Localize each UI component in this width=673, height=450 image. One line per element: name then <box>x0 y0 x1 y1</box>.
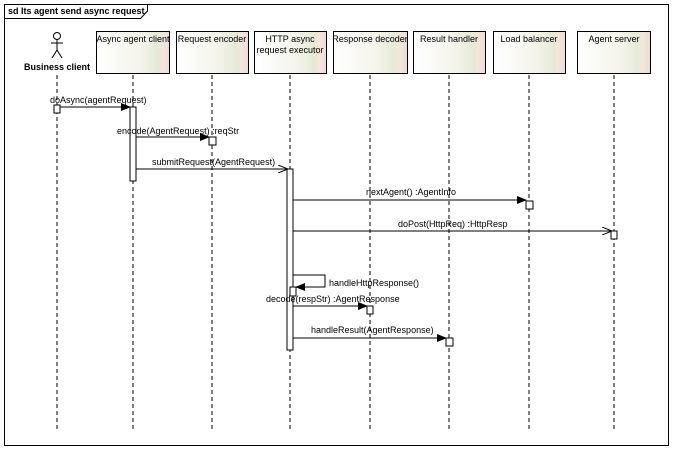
header-label: Response decoder <box>332 34 408 44</box>
lifeline-header-load-balancer: Load balancer <box>493 31 566 74</box>
header-label: Result handler <box>420 34 478 44</box>
business-client-actor <box>51 32 63 59</box>
activation-load-balancer <box>525 200 534 210</box>
header-label-line-1: HTTP async <box>265 34 315 44</box>
message-doasync: doAsync(agentRequest) <box>50 95 147 111</box>
lifeline-header-result-handler: Result handler <box>413 31 486 74</box>
lifeline-header-request-encoder: Request encoder <box>176 31 249 74</box>
message-label: doPost(HttpReq) :HttpResp <box>398 219 508 229</box>
frame-title: sd Its agent send async request <box>8 6 145 16</box>
header-box <box>577 31 651 74</box>
activation-http-executor-nested <box>289 286 297 297</box>
header-label: Async agent client <box>96 34 170 44</box>
actor-head <box>53 32 61 40</box>
activation-async-agent-client <box>129 106 137 182</box>
message-label: nextAgent() :AgentInfo <box>366 187 456 197</box>
message-label: doAsync(agentRequest) <box>50 95 147 105</box>
activation-business-client <box>53 104 61 114</box>
message-dopost: doPost(HttpReq) :HttpResp <box>293 219 611 231</box>
activations <box>53 104 618 351</box>
header-label: Agent server <box>588 34 639 44</box>
activation-request-encoder <box>208 136 217 146</box>
header-box <box>333 31 408 74</box>
header-box <box>254 31 327 74</box>
lifeline-header-http-executor: HTTP async request executor <box>254 31 327 74</box>
message-self-arrow <box>293 274 326 291</box>
header-label: Load balancer <box>500 34 557 44</box>
header-label-line-2: request executor <box>256 45 323 55</box>
actor-leg-left <box>51 49 58 59</box>
message-nextagent: nextAgent() :AgentInfo <box>293 187 527 204</box>
header-box <box>96 31 170 74</box>
message-label: handleResult(AgentResponse) <box>311 325 434 335</box>
message-label: handleHttpResponse() <box>329 278 419 288</box>
lifeline-header-response-decoder: Response decoder <box>332 31 408 74</box>
message-submitrequest: submitRequest(AgentRequest) <box>136 157 287 169</box>
frame-title-tab <box>4 4 148 19</box>
activation-agent-server <box>610 230 618 240</box>
message-label: encode(AgentRequest) :reqStr <box>117 126 239 136</box>
lifeline-header-agent-server: Agent server <box>577 31 651 74</box>
activation-http-executor <box>286 168 294 351</box>
lifeline-header-async-agent-client: Async agent client <box>96 31 170 74</box>
message-label: decode(respStr) :AgentResponse <box>266 294 400 304</box>
frame-border <box>4 4 669 446</box>
header-box <box>176 31 249 74</box>
message-label: submitRequest(AgentRequest) <box>152 157 275 167</box>
header-box <box>413 31 486 74</box>
message-decode: decode(respStr) :AgentResponse <box>266 294 400 310</box>
activation-response-decoder <box>366 305 374 315</box>
header-box <box>493 31 566 74</box>
message-encode: encode(AgentRequest) :reqStr <box>117 126 239 141</box>
message-handlehttpresponse: handleHttpResponse() <box>293 274 419 291</box>
actor-label: Business client <box>24 62 90 72</box>
activation-result-handler <box>445 337 454 347</box>
message-handleresult: handleResult(AgentResponse) <box>293 325 447 342</box>
header-label: Request encoder <box>178 34 247 44</box>
lifeline-lines <box>56 75 615 430</box>
actor-leg-right <box>56 49 63 59</box>
